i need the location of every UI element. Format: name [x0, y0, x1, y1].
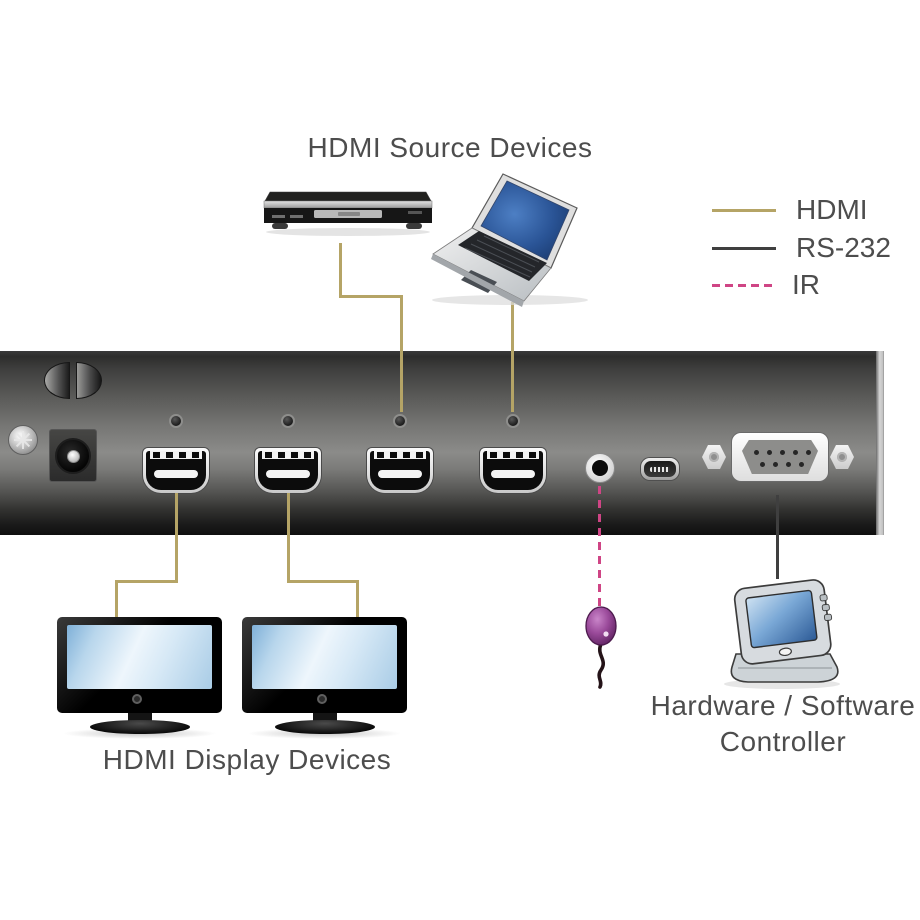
- legend-label-hdmi: HDMI: [796, 194, 868, 225]
- switch-rear-panel: [0, 351, 878, 535]
- hdmi-port-cavity: [258, 451, 318, 490]
- hdmi-display-2: [242, 617, 407, 739]
- tv-screen: [67, 625, 212, 689]
- controller-title-line2: Controller: [719, 726, 847, 757]
- laptop: [431, 173, 588, 307]
- controller-title-line1: Hardware / Software: [650, 690, 916, 721]
- hdmi-tongue: [266, 470, 310, 478]
- oval-vent: [44, 362, 102, 399]
- hdmi-port-3: [367, 448, 433, 493]
- legend-item-hdmi: HDMI: [712, 194, 920, 225]
- ir-audio-jack: [585, 453, 615, 483]
- tv-frame: [242, 617, 407, 713]
- tv-base: [89, 720, 190, 734]
- tv-shadow: [247, 728, 402, 739]
- touchscreen-controller: [724, 579, 840, 689]
- hdmi-port-cavity: [370, 451, 430, 490]
- usb-pins: [650, 467, 670, 472]
- ir-line-swatch: [712, 283, 772, 287]
- ir-receiver: [585, 606, 617, 689]
- hdmi-port-2: [255, 448, 321, 493]
- hdmi-cable-out2-v: [287, 493, 290, 583]
- led-port-2: [281, 414, 295, 428]
- tv-base: [274, 720, 375, 734]
- db9-nut-right: [830, 445, 854, 469]
- ir-cable: [598, 486, 601, 606]
- led-port-4: [506, 414, 520, 428]
- hdmi-cable-dvd-drop: [400, 295, 403, 412]
- hdmi-port-1: [143, 448, 209, 493]
- grounding-screw-icon: [8, 425, 38, 455]
- dvd-player: [263, 191, 433, 236]
- hdmi-port-4: [480, 448, 546, 493]
- hdmi-tongue: [378, 470, 422, 478]
- led-port-1: [169, 414, 183, 428]
- legend-item-ir: IR: [712, 269, 920, 300]
- hdmi-cable-out1-drop: [115, 580, 118, 620]
- legend-label-ir: IR: [792, 269, 820, 300]
- hdmi-cable-laptop: [511, 302, 514, 412]
- display-devices-title: HDMI Display Devices: [102, 744, 392, 775]
- tv-frame: [57, 617, 222, 713]
- hdmi-cable-out2-drop: [356, 580, 359, 620]
- tv-logo-icon: [317, 694, 327, 704]
- rs232-cable: [776, 495, 779, 579]
- tv-neck: [312, 713, 337, 722]
- vent-left-half: [44, 362, 70, 399]
- panel-side-edge: [876, 351, 884, 535]
- dc-power-jack: [49, 429, 97, 482]
- hdmi-port-cavity: [146, 451, 206, 490]
- led-port-3: [393, 414, 407, 428]
- tv-shadow: [62, 728, 217, 739]
- tv-neck: [127, 713, 152, 722]
- hdmi-cable-dvd-v: [339, 243, 342, 298]
- legend-item-rs232: RS-232: [712, 232, 920, 263]
- legend-label-rs232: RS-232: [796, 232, 891, 263]
- hdmi-tongue: [154, 470, 198, 478]
- hdmi-cable-out1-v: [175, 493, 178, 583]
- hdmi-tongue: [491, 470, 535, 478]
- rs232-line-swatch: [712, 246, 776, 250]
- hdmi-pin-row: [150, 451, 202, 459]
- hdmi-cable-out2-h: [287, 580, 359, 583]
- jack-hole: [592, 460, 608, 476]
- tv-logo-icon: [132, 694, 142, 704]
- hdmi-line-swatch: [712, 208, 776, 212]
- hdmi-cable-dvd-h: [339, 295, 403, 298]
- hdmi-pin-row: [374, 451, 426, 459]
- controller-title: Hardware / Software Controller: [613, 688, 920, 760]
- power-pin: [67, 450, 80, 463]
- mini-usb-port: [641, 458, 679, 480]
- db9-dshape: [742, 440, 818, 474]
- hdmi-pin-row: [487, 451, 539, 459]
- hdmi-cable-out1-h: [115, 580, 178, 583]
- hdmi-display-1: [57, 617, 222, 739]
- db9-nut-left: [702, 445, 726, 469]
- hdmi-pin-row: [262, 451, 314, 459]
- vent-right-half: [76, 362, 102, 399]
- tv-screen: [252, 625, 397, 689]
- hdmi-port-cavity: [483, 451, 543, 490]
- source-devices-title: HDMI Source Devices: [307, 132, 593, 163]
- rs232-db9-port: [702, 433, 854, 481]
